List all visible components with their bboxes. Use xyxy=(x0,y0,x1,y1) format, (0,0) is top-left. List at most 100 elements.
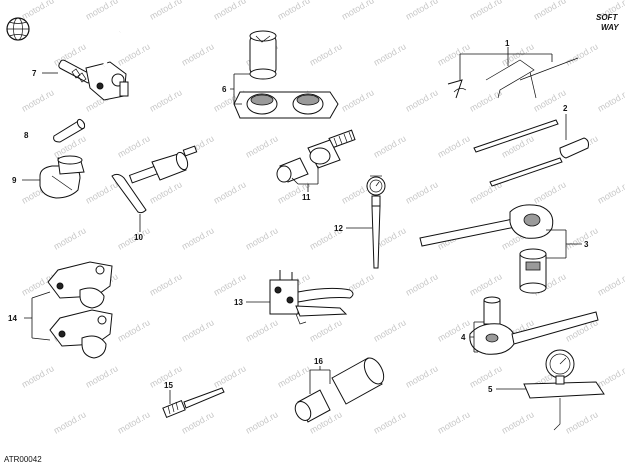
tool-1-rods xyxy=(447,57,579,99)
tool-6-bracket xyxy=(233,30,339,119)
callout-leaders xyxy=(22,47,582,404)
watermark-text: motod.ru xyxy=(340,87,376,113)
brand-line2: WAY xyxy=(601,23,619,32)
watermark-text: motod.ru xyxy=(404,271,440,297)
watermark-text: motod.ru xyxy=(244,317,280,343)
tool-2-rods xyxy=(473,119,589,187)
callout-4: 4 xyxy=(461,333,466,342)
watermark-text: motod.ru xyxy=(500,409,536,435)
tool-16-bushings xyxy=(294,357,385,423)
watermark-text: motod.ru xyxy=(212,271,248,297)
watermark-text: motod.ru xyxy=(596,271,625,297)
watermark-text: motod.ru xyxy=(84,363,120,389)
watermark-text: motod.ru xyxy=(20,87,56,113)
tool-4-spanner xyxy=(469,296,599,355)
watermark-text: motod.ru xyxy=(436,409,472,435)
watermark-text: motod.ru xyxy=(404,0,440,22)
callout-11: 11 xyxy=(302,193,311,202)
watermark-text: motod.ru xyxy=(564,41,600,67)
watermark-text: motod.ru xyxy=(596,363,625,389)
watermark-text: motod.ru xyxy=(596,87,625,113)
watermark-text: motod.ru xyxy=(212,179,248,205)
callout-14: 14 xyxy=(8,314,17,323)
drawing-code: ATR00042 xyxy=(4,455,42,464)
watermark-text: motod.ru xyxy=(52,225,88,251)
tool-14-plates xyxy=(47,261,113,359)
watermark-text: motod.ru xyxy=(468,0,504,22)
watermark-text: motod.ru xyxy=(532,179,568,205)
callout-6: 6 xyxy=(222,85,227,94)
watermark-text: motod.ru xyxy=(372,133,408,159)
watermark-text: motod.ru xyxy=(372,41,408,67)
watermark-text: motod.ru xyxy=(84,0,120,22)
watermark-text: motod.ru xyxy=(436,133,472,159)
tool-15-pin xyxy=(162,387,225,419)
watermark-text: motod.ru xyxy=(20,363,56,389)
callout-15: 15 xyxy=(164,381,173,390)
watermark-text: motod.ru xyxy=(84,179,120,205)
watermark-text: motod.ru xyxy=(244,225,280,251)
watermark-text: motod.ru xyxy=(404,87,440,113)
watermark-text: motod.ru xyxy=(436,317,472,343)
tool-12-dial-gauge xyxy=(366,175,386,269)
brand-line1: SOFT xyxy=(596,13,618,22)
callout-9: 9 xyxy=(12,176,17,185)
watermark-text: motod.ru xyxy=(148,0,184,22)
tool-11-sockets xyxy=(276,129,356,183)
watermark-text: motod.ru xyxy=(468,87,504,113)
watermark-text: motod.ru xyxy=(244,133,280,159)
watermark-text: motod.ru xyxy=(212,363,248,389)
tool-13-clamp xyxy=(269,270,354,325)
watermark-text: motod.ru xyxy=(180,225,216,251)
watermark-text: motod.ru xyxy=(116,317,152,343)
watermark-text: motod.ru xyxy=(180,317,216,343)
watermark-text: motod.ru xyxy=(404,363,440,389)
tool-5-dial-gauge xyxy=(523,349,605,431)
watermark-text: motod.ru xyxy=(212,0,248,22)
callout-2: 2 xyxy=(563,104,568,113)
watermark-text: motod.ru xyxy=(596,179,625,205)
watermark-text: motod.ru xyxy=(52,409,88,435)
callout-labels: 1 2 3 4 5 6 7 8 9 10 11 12 13 14 15 16 xyxy=(8,39,589,394)
watermark-text: motod.ru xyxy=(532,0,568,22)
watermark-text: motod.ru xyxy=(404,179,440,205)
watermark-text: motod.ru xyxy=(308,317,344,343)
tool-7-puller xyxy=(58,31,129,101)
callout-13: 13 xyxy=(234,298,243,307)
watermark-text: motod.ru xyxy=(148,271,184,297)
watermark-text: motod.ru xyxy=(116,41,152,67)
watermark-text: motod.ru xyxy=(276,363,312,389)
watermark-text: motod.ru xyxy=(116,409,152,435)
watermark-text: motod.ru xyxy=(276,0,312,22)
callout-3: 3 xyxy=(584,240,589,249)
watermark-text: motod.ru xyxy=(372,317,408,343)
watermark-text: motod.ru xyxy=(180,41,216,67)
watermark-text: motod.ru xyxy=(148,179,184,205)
watermark-text: motod.ru xyxy=(148,87,184,113)
watermark-text: motod.ru xyxy=(468,363,504,389)
callout-16: 16 xyxy=(314,357,323,366)
callout-8: 8 xyxy=(24,131,29,140)
watermark-text: motod.ru xyxy=(180,409,216,435)
watermark-text: motod.ru xyxy=(372,409,408,435)
watermark-text: motod.ru xyxy=(20,0,56,22)
tool-3-spanner xyxy=(419,204,554,294)
watermark-text: motod.ru xyxy=(244,409,280,435)
callout-12: 12 xyxy=(334,224,343,233)
watermark-text: motod.ru xyxy=(564,409,600,435)
callout-10: 10 xyxy=(134,233,143,242)
tool-9-cap xyxy=(39,155,85,199)
watermark-text: motod.ru xyxy=(116,133,152,159)
callout-5: 5 xyxy=(488,385,493,394)
callout-1: 1 xyxy=(505,39,510,48)
tool-10-t-handle xyxy=(111,145,198,214)
watermark-text: motod.ru xyxy=(308,41,344,67)
watermark-text: motod.ru xyxy=(436,41,472,67)
tool-8-conical-plug xyxy=(53,118,86,143)
sphere-logo-icon xyxy=(6,17,30,41)
brand-mark: SOFT WAY xyxy=(596,13,619,32)
watermark-text: motod.ru xyxy=(564,225,600,251)
watermark-text: motod.ru xyxy=(340,0,376,22)
callout-7: 7 xyxy=(32,69,37,78)
